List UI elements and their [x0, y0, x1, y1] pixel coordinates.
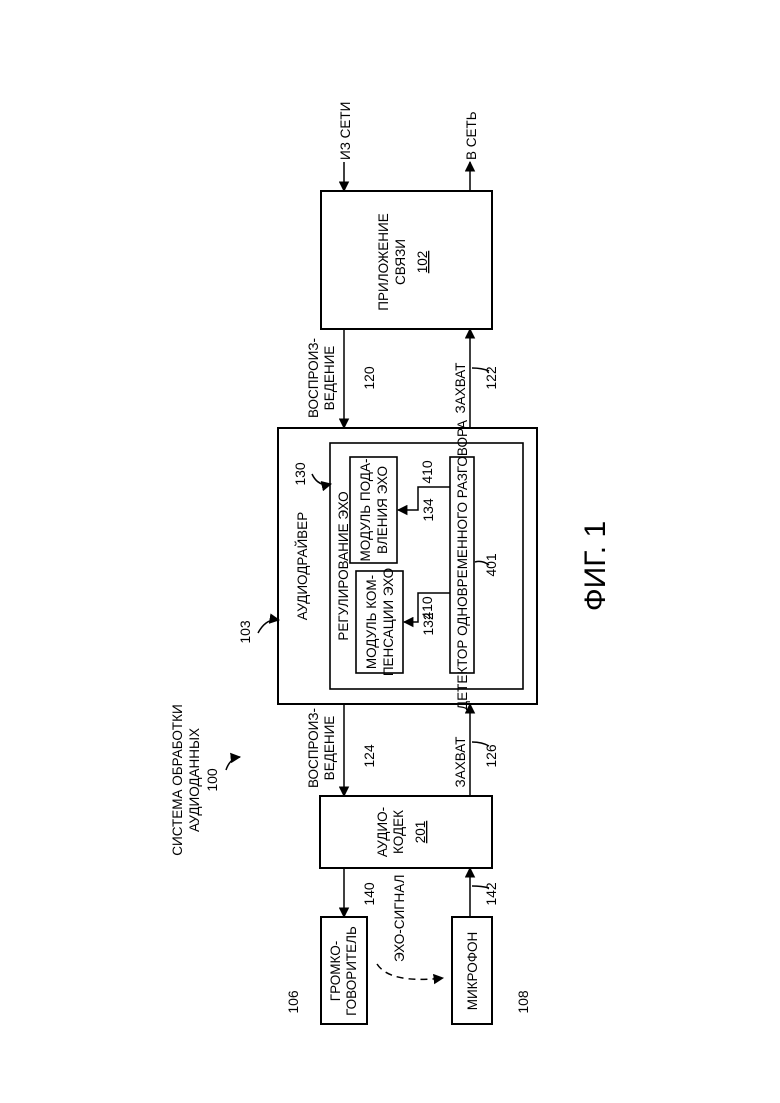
speaker-label-line2: ГОВОРИТЕЛЬ	[344, 926, 359, 1016]
codec-label-line1: АУДИО-	[375, 807, 390, 857]
system-title-line1: СИСТЕМА ОБРАБОТКИ	[170, 704, 185, 856]
leader-103	[258, 620, 279, 633]
ref-401: 401	[483, 553, 499, 577]
ref-120: 120	[361, 366, 377, 390]
codec-ref: 201	[413, 821, 428, 844]
echo-control-label: РЕГУЛИРОВАНИЕ ЭХО	[336, 491, 351, 640]
double-talk-detector-label: ДЕТЕКТОР ОДНОВРЕМЕННОГО РАЗГОВОРА	[455, 420, 470, 710]
app-label-line2: СВЯЗИ	[393, 239, 408, 285]
ref-140: 140	[361, 882, 377, 906]
codec-label-line2: КОДЕК	[391, 810, 406, 854]
mic-label: МИКРОФОН	[465, 932, 480, 1011]
aes-label-line2: ВЛЕНИЯ ЭХО	[375, 466, 390, 554]
app-ref: 102	[415, 251, 430, 274]
echo-signal-path	[377, 964, 443, 979]
ref-410-aec: 410	[419, 596, 435, 620]
leader-130	[312, 474, 331, 485]
ref-108: 108	[515, 990, 531, 1014]
ref-142: 142	[483, 882, 499, 906]
echo-signal-label: ЭХО-СИГНАЛ	[392, 875, 407, 962]
audio-codec-block	[320, 796, 492, 868]
audio-driver-label: АУДИОДРАЙВЕР	[295, 512, 310, 620]
to-network-label: В СЕТЬ	[464, 111, 479, 160]
capture-label-122: ЗАХВАТ	[453, 363, 468, 414]
playback-label-124-line1: ВОСПРОИЗ-	[306, 708, 321, 788]
ref-124: 124	[361, 744, 377, 768]
playback-label-120-line2: ВЕДЕНИЕ	[322, 346, 337, 411]
ref-134: 134	[420, 498, 436, 522]
leader-100	[226, 757, 240, 770]
aes-label-line1: МОДУЛЬ ПОДА-	[358, 459, 373, 562]
system-title-line2: АУДИОДАННЫХ	[187, 728, 202, 832]
figure-caption: ФИГ. 1	[579, 521, 612, 611]
leader-126	[472, 742, 489, 746]
capture-label-126: ЗАХВАТ	[453, 737, 468, 788]
ref-103: 103	[237, 620, 253, 644]
playback-label-120-line1: ВОСПРОИЗ-	[306, 338, 321, 418]
speaker-label-line1: ГРОМКО-	[328, 941, 343, 1001]
ref-130: 130	[292, 462, 308, 486]
ref-126: 126	[483, 744, 499, 768]
ref-410-aes: 410	[419, 460, 435, 484]
aec-label-line1: МОДУЛЬ КОМ-	[364, 575, 379, 669]
ref-106: 106	[285, 990, 301, 1014]
app-label-line1: ПРИЛОЖЕНИЕ	[376, 213, 391, 310]
playback-label-124-line2: ВЕДЕНИЕ	[322, 716, 337, 781]
aec-label-line2: ПЕНСАЦИИ ЭХО	[381, 568, 396, 676]
ref-100: 100	[204, 768, 220, 792]
from-network-label: ИЗ СЕТИ	[338, 102, 353, 160]
